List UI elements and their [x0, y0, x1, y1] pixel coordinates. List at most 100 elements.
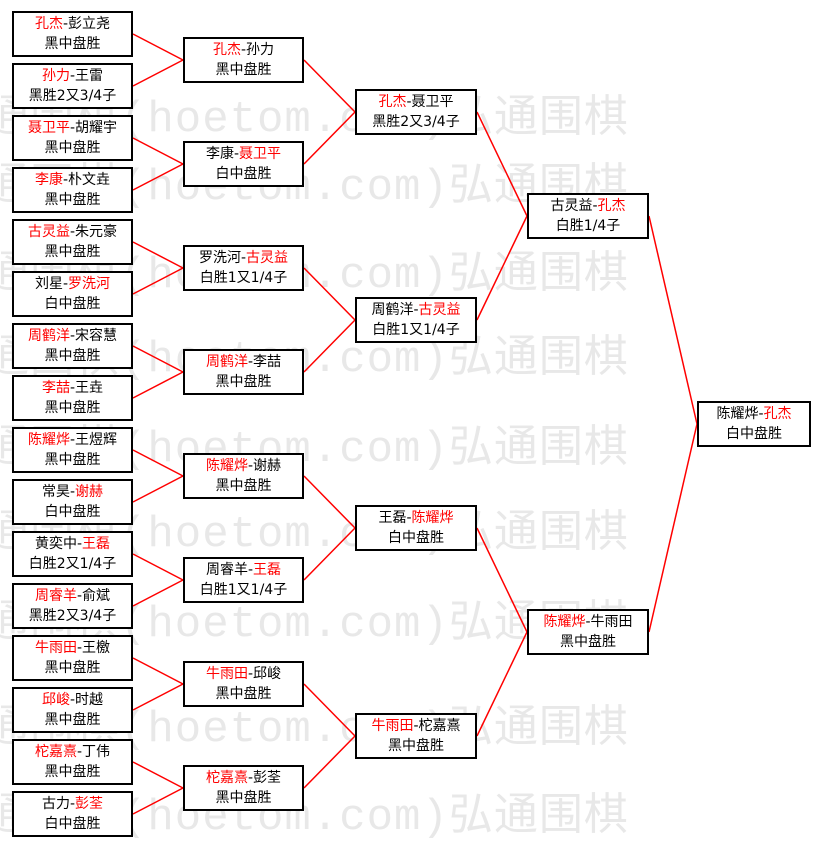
bracket-connector: [132, 33, 184, 61]
match-result: 黑中盘胜: [44, 140, 101, 156]
bracket-connector: [132, 579, 184, 607]
player-black: 陈耀烨: [716, 406, 759, 422]
match-box-r2: 孔杰-孙力黑中盘胜: [183, 37, 304, 83]
bracket-connector: [132, 683, 184, 711]
separator: -: [69, 380, 76, 396]
separator: -: [247, 354, 254, 370]
bracket-connector: [132, 59, 184, 87]
match-box-r1: 周鹤洋-宋容慧黑中盘胜: [12, 323, 133, 369]
match-players: 孔杰-聂卫平: [357, 92, 475, 112]
match-box-r1: 李康-朴文垚黑中盘胜: [12, 167, 133, 213]
separator: -: [240, 250, 247, 266]
match-result: 白胜1又1/4子: [199, 270, 288, 286]
player-black: 牛雨田: [205, 666, 248, 682]
match-box-r3: 孔杰-聂卫平黑胜2又3/4子: [355, 89, 477, 135]
separator: -: [62, 276, 69, 292]
bracket-connector: [648, 215, 698, 425]
match-box-r3: 王磊-陈耀烨白中盘胜: [355, 505, 477, 551]
match-players: 古灵益-朱元豪: [14, 222, 131, 242]
separator: -: [247, 458, 254, 474]
match-result: 黑中盘胜: [215, 686, 272, 702]
match-box-r1: 周睿羊-俞斌黑胜2又3/4子: [12, 583, 133, 629]
player-black: 陈耀烨: [205, 458, 248, 474]
match-result: 黑中盘胜: [215, 374, 272, 390]
match-result: 白胜1又1/4子: [372, 322, 460, 338]
player-white: 王磊: [82, 536, 111, 552]
bracket-connector: [132, 449, 184, 477]
match-players: 王磊-陈耀烨: [357, 508, 475, 528]
separator: -: [69, 484, 76, 500]
match-box-r1: 柁嘉熹-丁伟黑中盘胜: [12, 739, 133, 785]
player-white: 胡耀宇: [75, 120, 118, 136]
player-black: 牛雨田: [371, 718, 414, 734]
player-black: 邱峻: [41, 692, 70, 708]
match-players: 黄奕中-王磊: [14, 534, 131, 554]
player-black: 陈耀烨: [543, 614, 586, 630]
bracket-connector: [303, 267, 356, 321]
bracket-connector: [132, 137, 184, 165]
match-result: 白中盘胜: [388, 530, 444, 546]
match-players: 孔杰-孙力: [185, 40, 302, 60]
match-result: 黑胜2又3/4子: [28, 88, 117, 104]
player-white: 谢赫: [253, 458, 282, 474]
separator: -: [413, 302, 419, 318]
match-result: 白中盘胜: [726, 426, 782, 442]
player-black: 常昊: [41, 484, 70, 500]
player-black: 陈耀烨: [27, 432, 70, 448]
player-white: 王垚: [75, 380, 104, 396]
separator: -: [247, 666, 254, 682]
match-box-r1: 聂卫平-胡耀宇黑中盘胜: [12, 115, 133, 161]
player-white: 宋容慧: [75, 328, 118, 344]
separator: -: [233, 146, 240, 162]
bracket-connector: [132, 267, 184, 295]
match-result: 白中盘胜: [44, 504, 101, 520]
player-black: 孔杰: [34, 16, 63, 32]
separator: -: [592, 198, 598, 214]
match-box-r1: 黄奕中-王磊白胜2又1/4子: [12, 531, 133, 577]
separator: -: [62, 16, 69, 32]
match-box-r1: 常昊-谢赫白中盘胜: [12, 479, 133, 525]
player-black: 周睿羊: [205, 562, 248, 578]
match-result: 黑中盘胜: [44, 452, 101, 468]
separator: -: [76, 744, 83, 760]
match-result: 黑中盘胜: [44, 348, 101, 364]
player-black: 刘星: [34, 276, 63, 292]
player-black: 牛雨田: [34, 640, 77, 656]
bracket-connector: [132, 657, 184, 685]
player-white: 王煜辉: [75, 432, 118, 448]
match-players: 陈耀烨-谢赫: [185, 456, 302, 476]
bracket-connector: [476, 111, 528, 217]
player-black: 孔杰: [212, 42, 241, 58]
separator: -: [406, 510, 412, 526]
match-result: 黑胜2又3/4子: [372, 114, 460, 130]
player-white: 孙力: [246, 42, 275, 58]
match-box-r3: 牛雨田-柁嘉熹黑中盘胜: [355, 713, 477, 759]
player-white: 彭荃: [75, 796, 104, 812]
player-white: 罗洗河: [68, 276, 111, 292]
match-players: 常昊-谢赫: [14, 482, 131, 502]
player-white: 孔杰: [763, 406, 792, 422]
separator: -: [585, 614, 591, 630]
match-box-r1: 孔杰-彭立尧黑中盘胜: [12, 11, 133, 57]
match-box-r2: 周鹤洋-李喆黑中盘胜: [183, 349, 304, 395]
separator: -: [247, 562, 254, 578]
player-black: 周鹤洋: [371, 302, 414, 318]
match-box-r2: 周睿羊-王磊白胜1又1/4子: [183, 557, 304, 603]
separator: -: [76, 536, 83, 552]
player-white: 王檄: [82, 640, 111, 656]
match-result: 黑中盘胜: [215, 478, 272, 494]
bracket-connector: [132, 345, 184, 373]
match-result: 黑中盘胜: [44, 192, 101, 208]
bracket-connector: [648, 423, 698, 633]
match-players: 聂卫平-胡耀宇: [14, 118, 131, 138]
bracket-connector: [132, 241, 184, 269]
separator: -: [69, 432, 76, 448]
match-box-r1: 刘星-罗洗河白中盘胜: [12, 271, 133, 317]
bracket-connector: [132, 553, 184, 581]
match-box-semifinal: 古灵益-孔杰白胜1/4子: [527, 193, 649, 239]
player-white: 时越: [75, 692, 104, 708]
match-players: 李康-朴文垚: [14, 170, 131, 190]
bracket-connector: [132, 163, 184, 191]
match-players: 周鹤洋-宋容慧: [14, 326, 131, 346]
